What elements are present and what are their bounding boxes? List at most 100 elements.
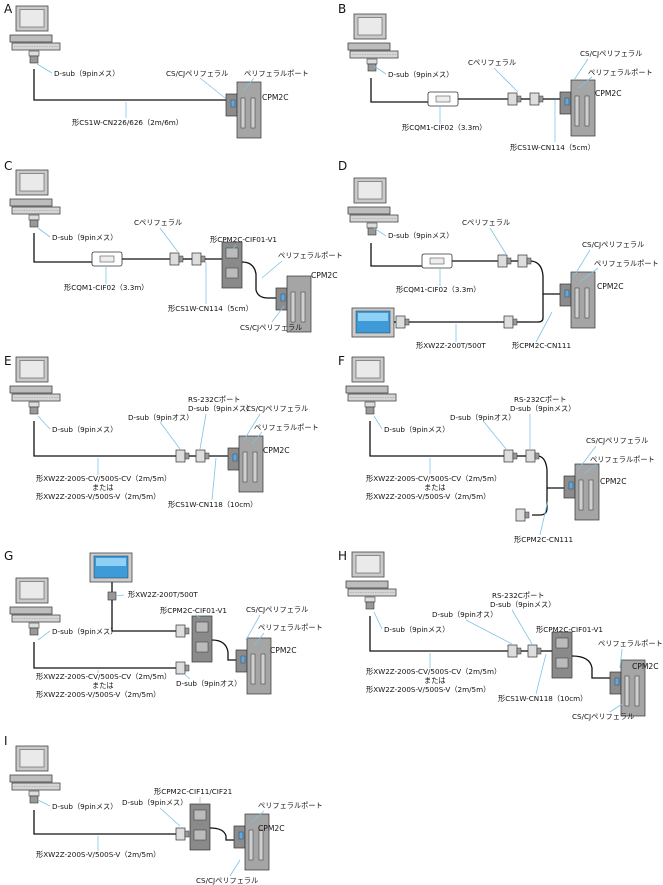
cn118-label: 形CS1W-CN118（10cm） [498, 694, 587, 703]
cv-label: 形XW2Z-200S-CV/500S-CV（2m/5m） [36, 474, 171, 483]
dsub-label: D-sub（9pinメス） [52, 627, 117, 636]
cqm1-label: 形CQM1-CIF02（3.3m） [64, 283, 148, 292]
dsub-female-label: D-sub（9pinメス） [188, 404, 253, 413]
computer-icon [347, 13, 399, 72]
computer-icon [9, 356, 61, 415]
v-label: 形XW2Z-200S-V/500S-V（2m/5m） [36, 690, 160, 699]
connector-icon [517, 254, 532, 268]
dsub-label: D-sub（9pinメス） [52, 425, 117, 434]
port-label: ペリフェラルポート [278, 251, 343, 260]
cable-label: 形CS1W-CN226/626（2m/6m） [72, 118, 183, 127]
cpm-label: CPM2C [263, 446, 290, 455]
cv-label: 形XW2Z-200S-CV/500S-CV（2m/5m） [366, 667, 501, 676]
cn118-label: 形CS1W-CN118（10cm） [168, 500, 257, 509]
connector-icon [191, 252, 206, 266]
plc-cpm2c-icon [559, 271, 596, 329]
dsub-female-label: D-sub（9pinメス） [122, 798, 187, 807]
v-label: 形XW2Z-200S-V/500S-V（2m/5m） [36, 492, 160, 501]
cscj-label: CS/CJペリフェラル [246, 404, 308, 413]
cscj-label: CS/CJペリフェラル [240, 323, 302, 332]
cif11-adapter-icon [189, 803, 211, 851]
panel-b: B D-sub（9pinメス） Cペリフェラル CS/CJペリフェラル ペリフェ… [338, 2, 653, 152]
port-label: ペリフェラルポート [594, 259, 659, 268]
connector-icon [195, 449, 210, 463]
cif01-adapter-icon [191, 615, 213, 663]
connector-icon [515, 508, 530, 522]
panel-letter: A [4, 2, 13, 16]
port-label: ペリフェラルポート [588, 68, 653, 77]
connector-icon [507, 92, 522, 106]
dsub-male-label: D-sub（9pinオス） [432, 610, 497, 619]
dsub-label: D-sub（9pinメス） [52, 233, 117, 242]
rs232-label: RS-232Cポート [514, 395, 566, 404]
connector-icon [175, 827, 190, 841]
cqm1-label: 形CQM1-CIF02（3.3m） [396, 285, 480, 294]
cif01-label: 形CPM2C-CIF01-V1 [536, 625, 603, 634]
cscj-label: CS/CJペリフェラル [586, 436, 648, 445]
dsub-female-label: D-sub（9pinメス） [510, 404, 575, 413]
panel-d: D D-sub（9pinメス） Cペリフェラル CS/CJペリフェラル ペリフェ… [338, 159, 659, 350]
connector-icon [525, 449, 540, 463]
c-peripheral-label: Cペリフェラル [462, 218, 510, 227]
plc-cpm2c-icon [559, 79, 596, 137]
cn111-label: 形CPM2C-CN111 [514, 535, 573, 544]
cpm-label: CPM2C [595, 89, 622, 98]
cn114-label: 形CS1W-CN114（5cm） [510, 143, 595, 152]
connector-icon [497, 254, 512, 268]
cv-label: 形XW2Z-200S-CV/500S-CV（2m/5m） [36, 672, 171, 681]
computer-icon [347, 177, 399, 236]
dsub-label: D-sub（9pinメス） [54, 69, 119, 78]
or-label: または [424, 483, 446, 492]
cn114-label: 形CS1W-CN114（5cm） [168, 304, 253, 313]
dsub-label: D-sub（9pinメス） [388, 231, 453, 240]
panel-letter: I [4, 734, 8, 748]
v-label: 形XW2Z-200S-V/500S-V（2m/5m） [366, 492, 490, 501]
usb-converter-icon [421, 253, 453, 269]
cscj-label: CS/CJペリフェラル [580, 49, 642, 58]
connector-icon [529, 92, 544, 106]
or-label: または [92, 681, 114, 690]
computer-icon [9, 169, 61, 228]
cscj-label: CS/CJペリフェラル [246, 605, 308, 614]
peripheral-label: CS/CJペリフェラル [166, 69, 228, 78]
port-label: ペリフェラルポート [590, 455, 655, 464]
cpm-label: CPM2C [270, 646, 297, 655]
plc-cpm2c-icon [225, 81, 262, 139]
panel-letter: C [4, 159, 12, 173]
cpm-label: CPM2C [597, 282, 624, 291]
cv-label: 形XW2Z-200S-CV/500S-CV（2m/5m） [366, 474, 501, 483]
xw2z-label: 形XW2Z-200T/500T [416, 341, 486, 350]
c-peripheral-label: Cペリフェラル [134, 218, 182, 227]
plc-cpm2c-icon [227, 435, 264, 493]
panel-h: H D-sub（9pinメス） RS-232Cポート D-sub（9pinメス）… [338, 549, 663, 721]
dsub-label: D-sub（9pinメス） [384, 625, 449, 634]
panel-c: C D-sub（9pinメス） Cペリフェラル 形CPM2C-CIF01-V1 … [4, 159, 343, 333]
panel-letter: H [338, 549, 347, 563]
connector-icon [169, 252, 184, 266]
v-label: 形XW2Z-200S-V/500S-V（2m/5m） [366, 685, 490, 694]
cscj-label: CS/CJペリフェラル [196, 876, 258, 885]
connector-icon [107, 591, 117, 601]
plc-cpm2c-icon [563, 463, 600, 521]
dsub-male-label: D-sub（9pinオス） [176, 679, 241, 688]
dsub-label: D-sub（9pinメス） [52, 802, 117, 811]
panel-letter: G [4, 549, 13, 563]
touch-panel-icon [351, 307, 395, 338]
computer-icon [9, 5, 61, 64]
panel-e: E D-sub（9pinメス） RS-232Cポート D-sub（9pinメス）… [4, 354, 319, 509]
dsub-label: D-sub（9pinメス） [384, 425, 449, 434]
cif11-label: 形CPM2C-CIF11/CIF21 [154, 787, 232, 796]
panel-letter: F [338, 354, 345, 368]
or-label: または [92, 483, 114, 492]
dsub-female-label: D-sub（9pinメス） [490, 600, 555, 609]
cpm-label: CPM2C [311, 271, 338, 280]
connector-icon [527, 644, 542, 658]
computer-icon [345, 356, 397, 415]
v-label: 形XW2Z-200S-V/500S-V（2m/5m） [36, 850, 160, 859]
panel-letter: E [4, 354, 12, 368]
cscj-label: CS/CJペリフェラル [572, 712, 634, 721]
cscj-label: CS/CJペリフェラル [582, 240, 644, 249]
panel-a: A D-sub（9pinメス） CS/CJペリフェラル ペリフェラルポート CP… [4, 2, 309, 139]
connector-icon [175, 449, 190, 463]
